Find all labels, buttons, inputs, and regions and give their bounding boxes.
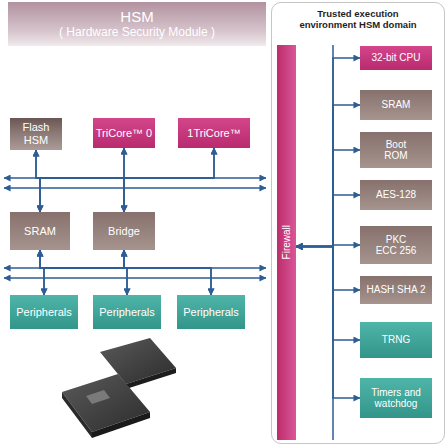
- bus-connector: [40, 250, 44, 295]
- bus-connector: [124, 148, 214, 212]
- node-label: Peripherals: [99, 306, 155, 319]
- crypto-box: AES-128: [360, 180, 432, 210]
- chip-package-side: [92, 412, 150, 438]
- crypto-box: HASH SHA 2: [360, 276, 432, 304]
- node-label: Trusted execution environment HSM domain: [293, 8, 423, 31]
- rng-box: TRNG: [360, 322, 432, 358]
- node-label: Bridge: [108, 225, 140, 238]
- node-label: ( Hardware Security Module ): [59, 26, 215, 40]
- chip-illustration: [62, 338, 176, 438]
- peripheral-box: Peripherals: [93, 295, 161, 329]
- node-label: Boot ROM: [376, 139, 416, 162]
- title-banner: HSM( Hardware Security Module ): [8, 2, 266, 46]
- node-label: SRAM: [382, 99, 411, 111]
- system-bus-line: [4, 177, 266, 179]
- chip-logo-mark: [86, 390, 110, 404]
- node-label: Flash HSM: [16, 121, 56, 146]
- node-label: PKC ECC 256: [375, 234, 417, 257]
- bus-connector: [40, 148, 214, 212]
- domain-panel: Trusted execution environment HSM domain…: [271, 2, 445, 444]
- node-label: HASH SHA 2: [367, 284, 426, 296]
- bus-connector: [40, 148, 124, 212]
- peripheral-box: Peripherals: [10, 295, 78, 329]
- firewall-band: Firewall: [277, 45, 296, 440]
- node-label: Peripherals: [16, 306, 72, 319]
- node-label: Peripherals: [183, 306, 239, 319]
- node-label: HSM: [120, 8, 153, 25]
- bus-connector: [44, 250, 124, 295]
- bus-connector: [40, 250, 127, 295]
- peripheral-bus-line: [4, 277, 266, 279]
- node-label: SRAM: [24, 225, 56, 238]
- node-label: TRNG: [382, 334, 410, 346]
- bus-connector: [36, 150, 124, 212]
- memory-box: SRAM: [360, 90, 432, 120]
- node-label: TriCore™ 0: [96, 127, 152, 140]
- chip-package-side: [126, 368, 176, 389]
- cpu-core-box: TriCore™ 0: [93, 118, 155, 148]
- memory-box: SRAM: [10, 212, 70, 250]
- bus-connector: [123, 148, 125, 212]
- cpu-box: 32-bit CPU: [360, 46, 432, 70]
- bus-connector: [124, 250, 127, 295]
- peripheral-box: Peripherals: [177, 295, 245, 329]
- bus-connector: [124, 250, 211, 295]
- chip-package-side: [62, 392, 92, 438]
- node-label: Firewall: [281, 225, 293, 259]
- chip-package: [100, 338, 176, 384]
- node-label: AES-128: [376, 189, 416, 201]
- timer-box: Timers and watchdog: [360, 378, 432, 418]
- system-bus-line: [4, 187, 266, 189]
- node-label: Timers and watchdog: [360, 387, 432, 410]
- bus-connector: [40, 250, 211, 295]
- chip-package: [62, 374, 150, 432]
- bus-connector: [36, 150, 40, 212]
- crypto-box: PKC ECC 256: [360, 226, 432, 264]
- node-label: 32-bit CPU: [372, 52, 421, 64]
- bridge-box: Bridge: [93, 212, 155, 250]
- cpu-core-box: 1TriCore™: [178, 118, 250, 148]
- peripheral-bus-line: [4, 267, 266, 269]
- memory-box: Flash HSM: [10, 118, 62, 150]
- memory-box: Boot ROM: [360, 132, 432, 168]
- node-label: 1TriCore™: [187, 127, 240, 140]
